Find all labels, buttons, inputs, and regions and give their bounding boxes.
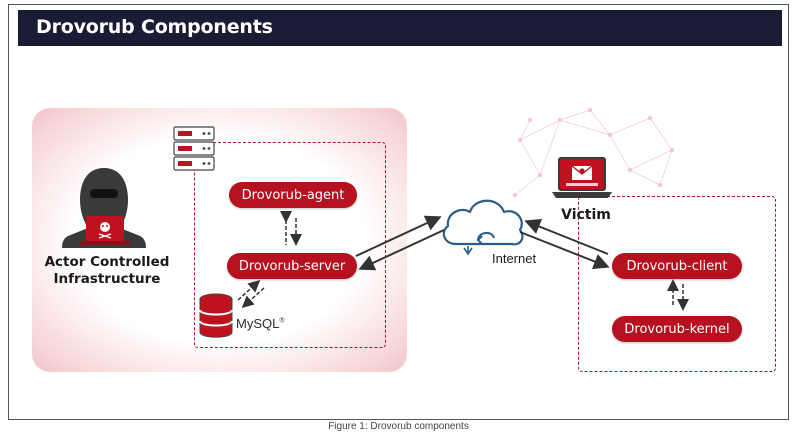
page-title: Drovorub Components xyxy=(36,16,273,38)
mysql-label-text: MySQL xyxy=(236,316,280,331)
header-bar: Drovorub Components xyxy=(18,10,782,46)
victim-label: Victim xyxy=(561,207,611,223)
figure-caption: Figure 1: Drovorub components xyxy=(328,421,469,432)
server-group-box xyxy=(194,142,386,348)
arrow-internet-to-server xyxy=(358,229,445,271)
dashed-arrow-server-to-db xyxy=(241,287,265,309)
dashed-arrow-db-to-server xyxy=(237,279,261,301)
internet-label: Internet xyxy=(492,251,537,266)
actor-label-line2: Infrastructure xyxy=(53,271,161,287)
drovorub-agent-node: Drovorub-agent xyxy=(229,182,357,208)
mysql-label: MySQL® xyxy=(236,316,285,331)
arrow-server-to-internet xyxy=(355,215,442,257)
arrow-internet-to-client xyxy=(519,231,610,270)
drovorub-kernel-node: Drovorub-kernel xyxy=(612,316,742,342)
actor-label-line1: Actor Controlled xyxy=(44,254,170,270)
mysql-registered-mark: ® xyxy=(279,317,285,325)
actor-label: Actor Controlled Infrastructure xyxy=(36,254,178,288)
victim-group-box xyxy=(578,196,776,372)
drovorub-client-node: Drovorub-client xyxy=(612,253,742,279)
arrow-client-to-internet xyxy=(524,219,609,255)
drovorub-server-node: Drovorub-server xyxy=(227,253,357,279)
